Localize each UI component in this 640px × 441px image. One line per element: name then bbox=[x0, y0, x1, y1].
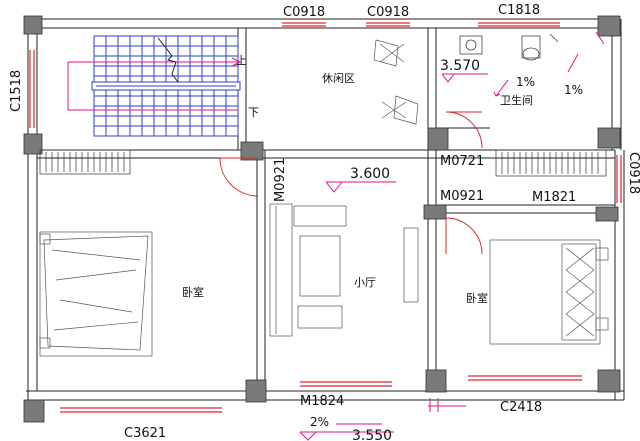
windows bbox=[29, 22, 622, 413]
window-c1518: C1518 bbox=[9, 70, 24, 112]
room-leisure: 休闲区 bbox=[322, 71, 355, 85]
furniture bbox=[39, 39, 609, 357]
cabinets bbox=[39, 149, 607, 177]
bath-fixtures bbox=[459, 33, 559, 61]
elevation-bottom: 3.550 bbox=[352, 428, 392, 441]
window-c0918-b: C0918 bbox=[367, 5, 409, 20]
room-hall: 小厅 bbox=[354, 276, 376, 289]
markers bbox=[299, 31, 605, 441]
columns bbox=[23, 15, 621, 423]
door-m0921-left: M0921 bbox=[273, 158, 288, 202]
stair-up-label: 上 bbox=[236, 54, 247, 67]
room-bath: 卫生间 bbox=[500, 93, 533, 107]
slope-bath-b: 1% bbox=[564, 83, 583, 97]
slope-bath-a: 1% bbox=[516, 75, 535, 89]
stair-down-label: 下 bbox=[248, 106, 259, 119]
window-c3621: C3621 bbox=[124, 426, 166, 441]
walls bbox=[26, 18, 625, 401]
door-m1824: M1824 bbox=[300, 394, 344, 409]
window-c1818: C1818 bbox=[498, 3, 540, 18]
doors bbox=[219, 111, 483, 255]
staircase bbox=[67, 35, 242, 137]
door-m1821: M1821 bbox=[532, 190, 576, 205]
elevation-hall: 3.600 bbox=[350, 166, 390, 182]
door-m0721: M0721 bbox=[440, 154, 484, 169]
elevation-bath: 3.570 bbox=[440, 58, 480, 74]
door-m0921-right: M0921 bbox=[440, 189, 484, 204]
room-bed-left: 卧室 bbox=[182, 285, 204, 299]
room-bed-right: 卧室 bbox=[466, 291, 488, 305]
window-c0918-right: C0918 bbox=[626, 152, 640, 194]
window-c2418: C2418 bbox=[500, 400, 542, 415]
window-c0918-a: C0918 bbox=[283, 5, 325, 20]
slope-bottom: 2% bbox=[310, 415, 329, 429]
